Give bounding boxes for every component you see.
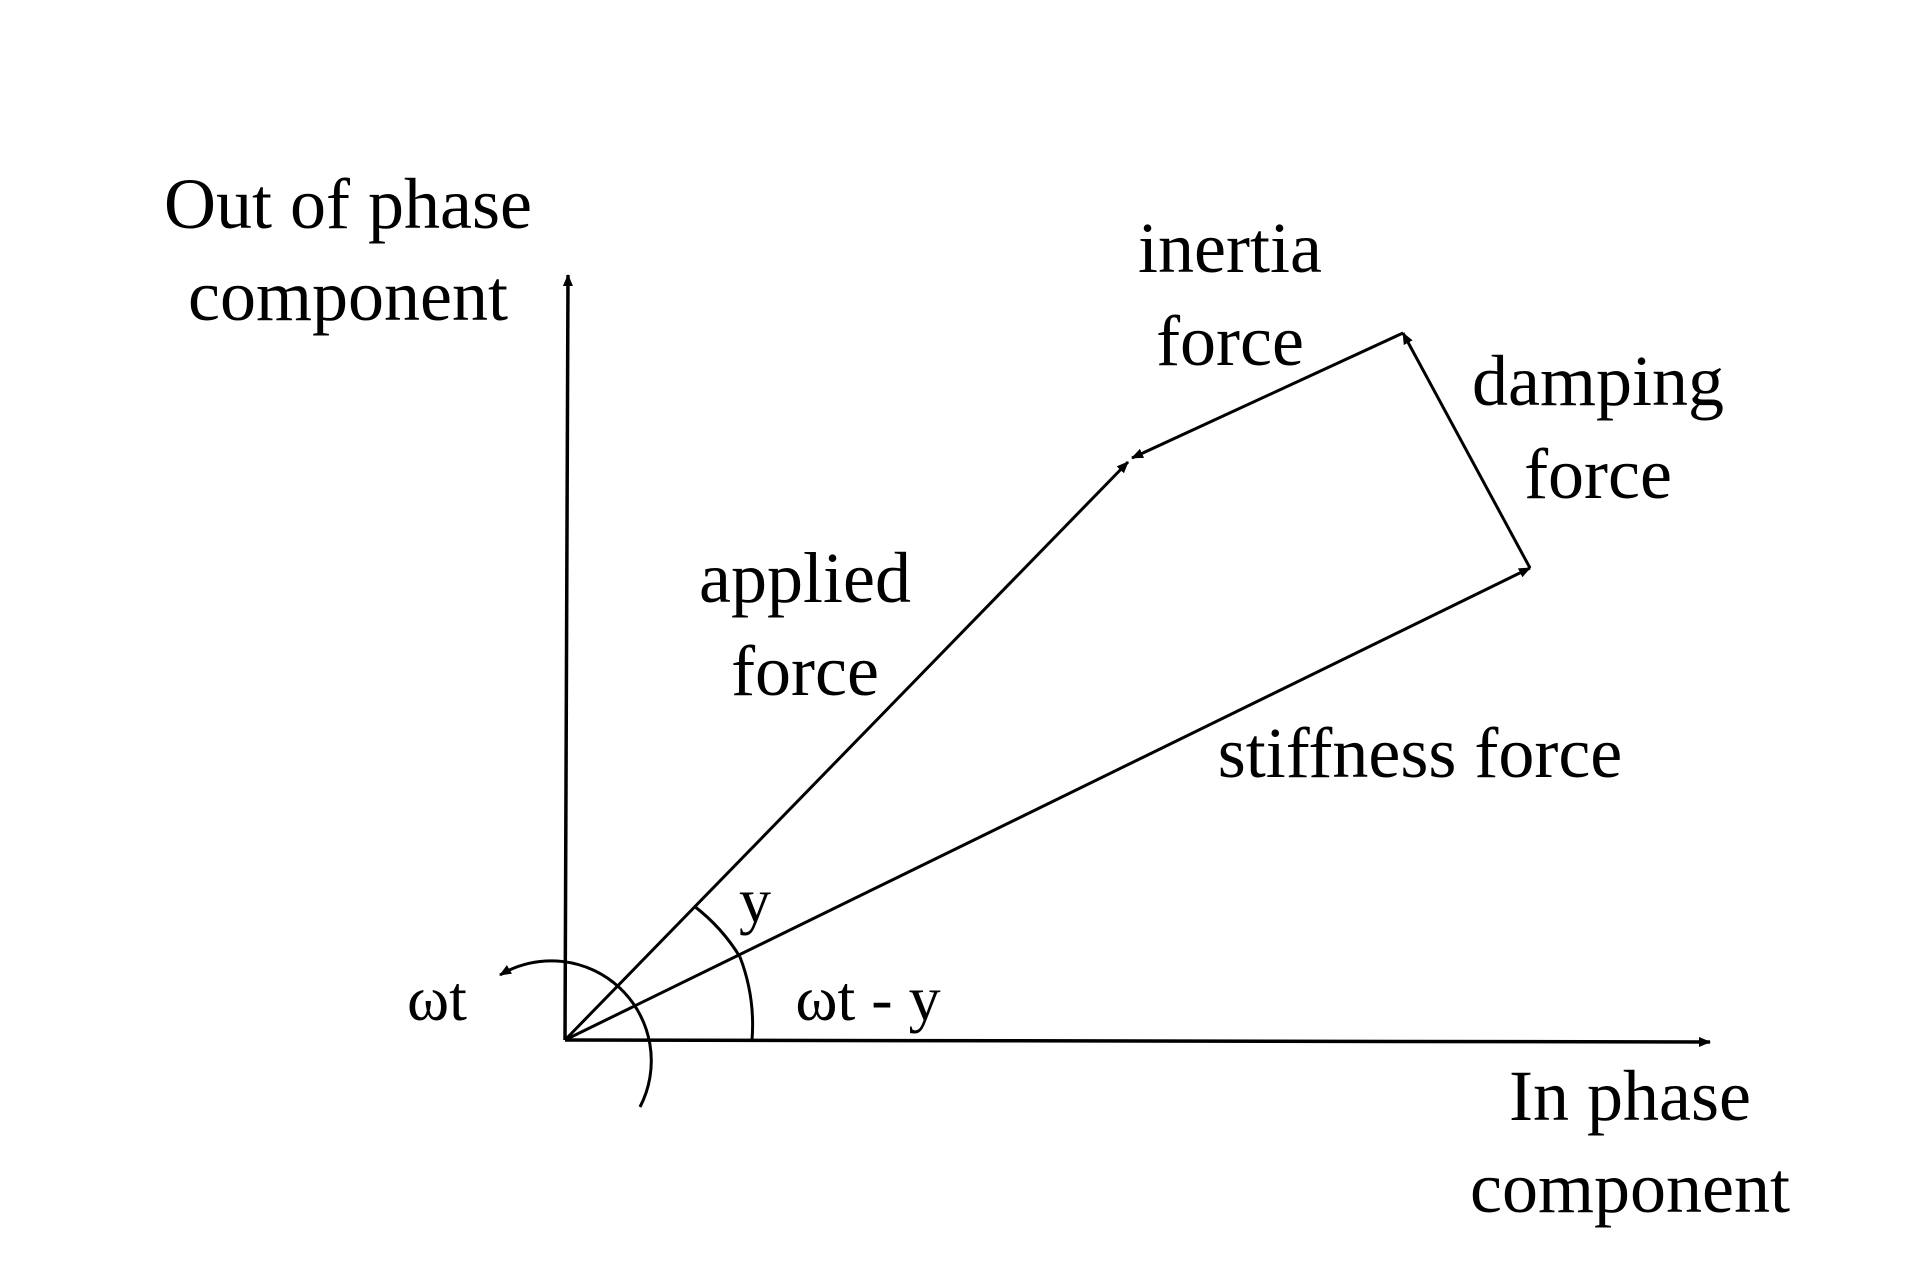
- stiffness-force-label: stiffness force: [1218, 713, 1623, 793]
- inertia-force-vector: [1131, 331, 1404, 460]
- angle-y-label: y: [739, 865, 771, 936]
- y-axis-label-line2: component: [188, 256, 508, 336]
- angle-wt-minus-y-label: ωt - y: [795, 963, 940, 1034]
- angle-wt-minus-y-arc: [738, 956, 755, 1041]
- angle-y-arc: [693, 904, 742, 958]
- y-axis: [562, 274, 573, 1041]
- x-axis-label-line1: In phase: [1509, 1056, 1751, 1136]
- damping-force-label-line2: force: [1524, 434, 1672, 514]
- inertia-force-label-line1: inertia: [1138, 208, 1322, 288]
- damping-force-vector: [1401, 332, 1532, 569]
- applied-force-vector: [563, 460, 1130, 1042]
- angle-wt-arc: [499, 959, 653, 1108]
- inertia-force-label-line2: force: [1156, 301, 1304, 381]
- stiffness-force-vector: [564, 566, 1531, 1042]
- damping-force-label-line1: damping: [1472, 341, 1724, 421]
- applied-force-label-line1: applied: [699, 538, 911, 618]
- x-axis: [564, 1036, 1711, 1047]
- y-axis-label-line1: Out of phase: [164, 164, 532, 244]
- x-axis-label-line2: component: [1470, 1148, 1790, 1228]
- applied-force-label-line2: force: [731, 631, 879, 711]
- angle-wt-label: ωt: [407, 963, 467, 1034]
